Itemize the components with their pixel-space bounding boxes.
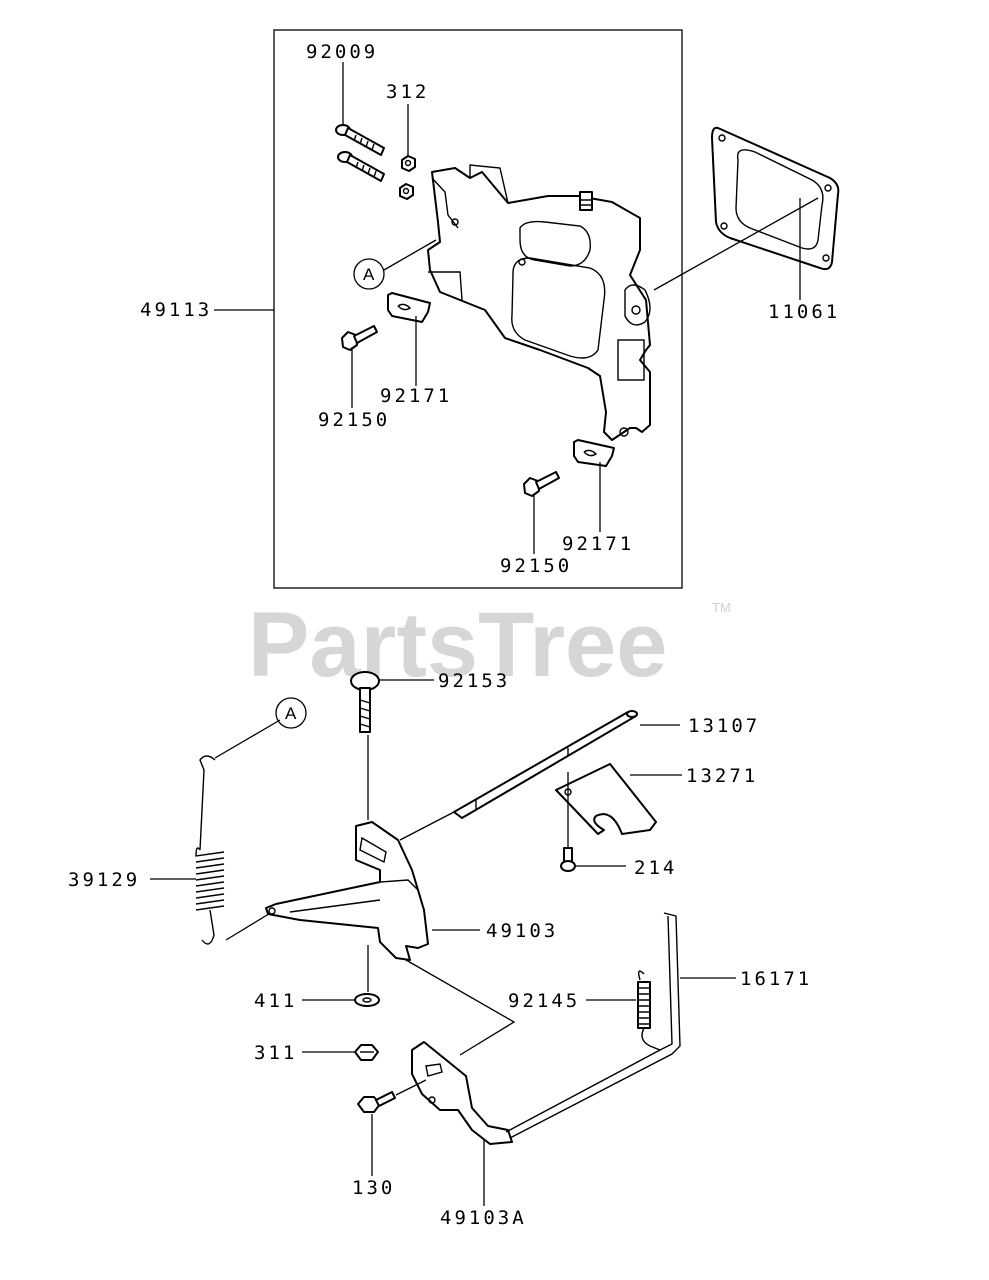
watermark-tm: TM [712,600,731,615]
spring-39129 [195,755,225,945]
watermark: PartsTree [248,594,667,696]
label-16171: 16171 [740,968,812,990]
label-214: 214 [634,857,677,879]
label-92150-a: 92150 [318,409,390,431]
label-92145: 92145 [508,990,580,1012]
label-130: 130 [352,1177,395,1199]
label-39129: 39129 [68,869,140,891]
label-311: 311 [254,1042,297,1064]
bolt-130 [357,1091,396,1113]
gasket-11061 [711,126,840,271]
label-13107: 13107 [688,715,760,737]
callout-a-upper-text: A [363,265,375,284]
nut-311 [354,1044,379,1061]
clip-92171-b [573,439,615,467]
callout-a-lower-text: A [285,704,297,723]
screw-92150-a [341,325,378,351]
label-92171-a: 92171 [380,385,452,407]
callout-a-upper: A [353,258,385,290]
group-box-49113 [273,29,683,589]
nut-312-b [399,183,414,200]
screw-214 [560,847,576,872]
lever-49103A [411,1041,513,1145]
callout-a-lower: A [275,697,307,729]
control-panel-plate [427,164,651,441]
shaft-13107 [453,710,638,819]
label-92150-b: 92150 [500,555,572,577]
label-92153: 92153 [438,670,510,692]
rod-16171 [505,912,681,1139]
lever-49103 [265,821,429,961]
bolt-92009-b [337,151,385,182]
label-92171-b: 92171 [562,533,634,555]
label-49113: 49113 [140,299,212,321]
nut-312-a [401,155,416,172]
screw-92150-b [523,471,560,497]
carriage-bolt-92153 [350,671,380,733]
washer-411 [354,993,380,1007]
label-13271: 13271 [686,765,758,787]
bolt-92009-a [335,124,385,156]
label-411: 411 [254,990,297,1012]
label-49103: 49103 [486,920,558,942]
spring-92145 [637,970,661,1051]
label-92009: 92009 [306,41,378,63]
clip-92171-a [387,292,431,323]
label-49103A: 49103A [440,1207,527,1229]
label-312: 312 [386,81,429,103]
label-11061: 11061 [768,301,840,323]
